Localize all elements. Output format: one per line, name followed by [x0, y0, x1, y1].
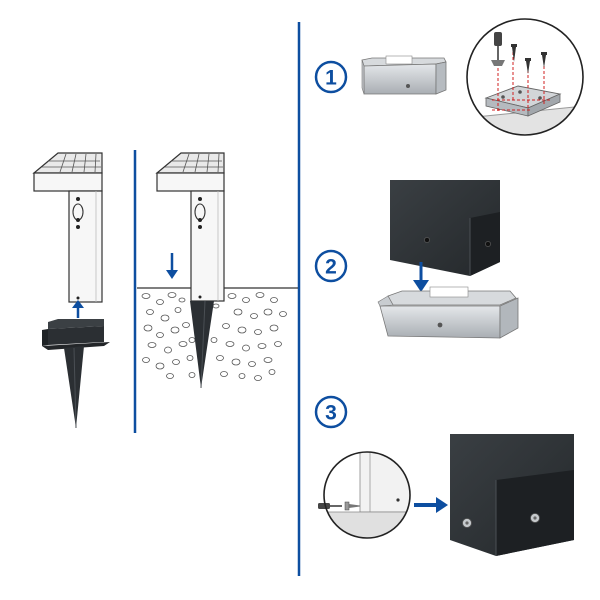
post-secured: [450, 434, 574, 556]
solar-lamp-with-spike: [32, 152, 110, 429]
mounting-bracket: [361, 55, 447, 95]
solar-lamp-in-ground: [137, 152, 298, 389]
step-3-badge: [314, 395, 348, 429]
screw-icon: [511, 44, 547, 74]
step-2-number: 2: [325, 256, 337, 279]
screw-icon: [344, 501, 360, 511]
screwdriver-icon: [491, 32, 505, 66]
step-3: 3: [314, 395, 574, 556]
step-2: 2: [314, 180, 519, 339]
step-3-number: 3: [325, 402, 337, 425]
step-1: 1: [314, 18, 584, 136]
gravel-soil: [141, 292, 287, 381]
mounting-bracket-base: [377, 286, 519, 339]
step-1-badge: [314, 60, 348, 94]
step-2-badge: [314, 249, 348, 283]
screw-insertion-detail: [318, 451, 411, 539]
post-base: [390, 180, 500, 276]
screwdriver-icon: [318, 503, 342, 509]
screw-mounting-detail: [466, 18, 584, 136]
step-1-number: 1: [325, 67, 337, 90]
